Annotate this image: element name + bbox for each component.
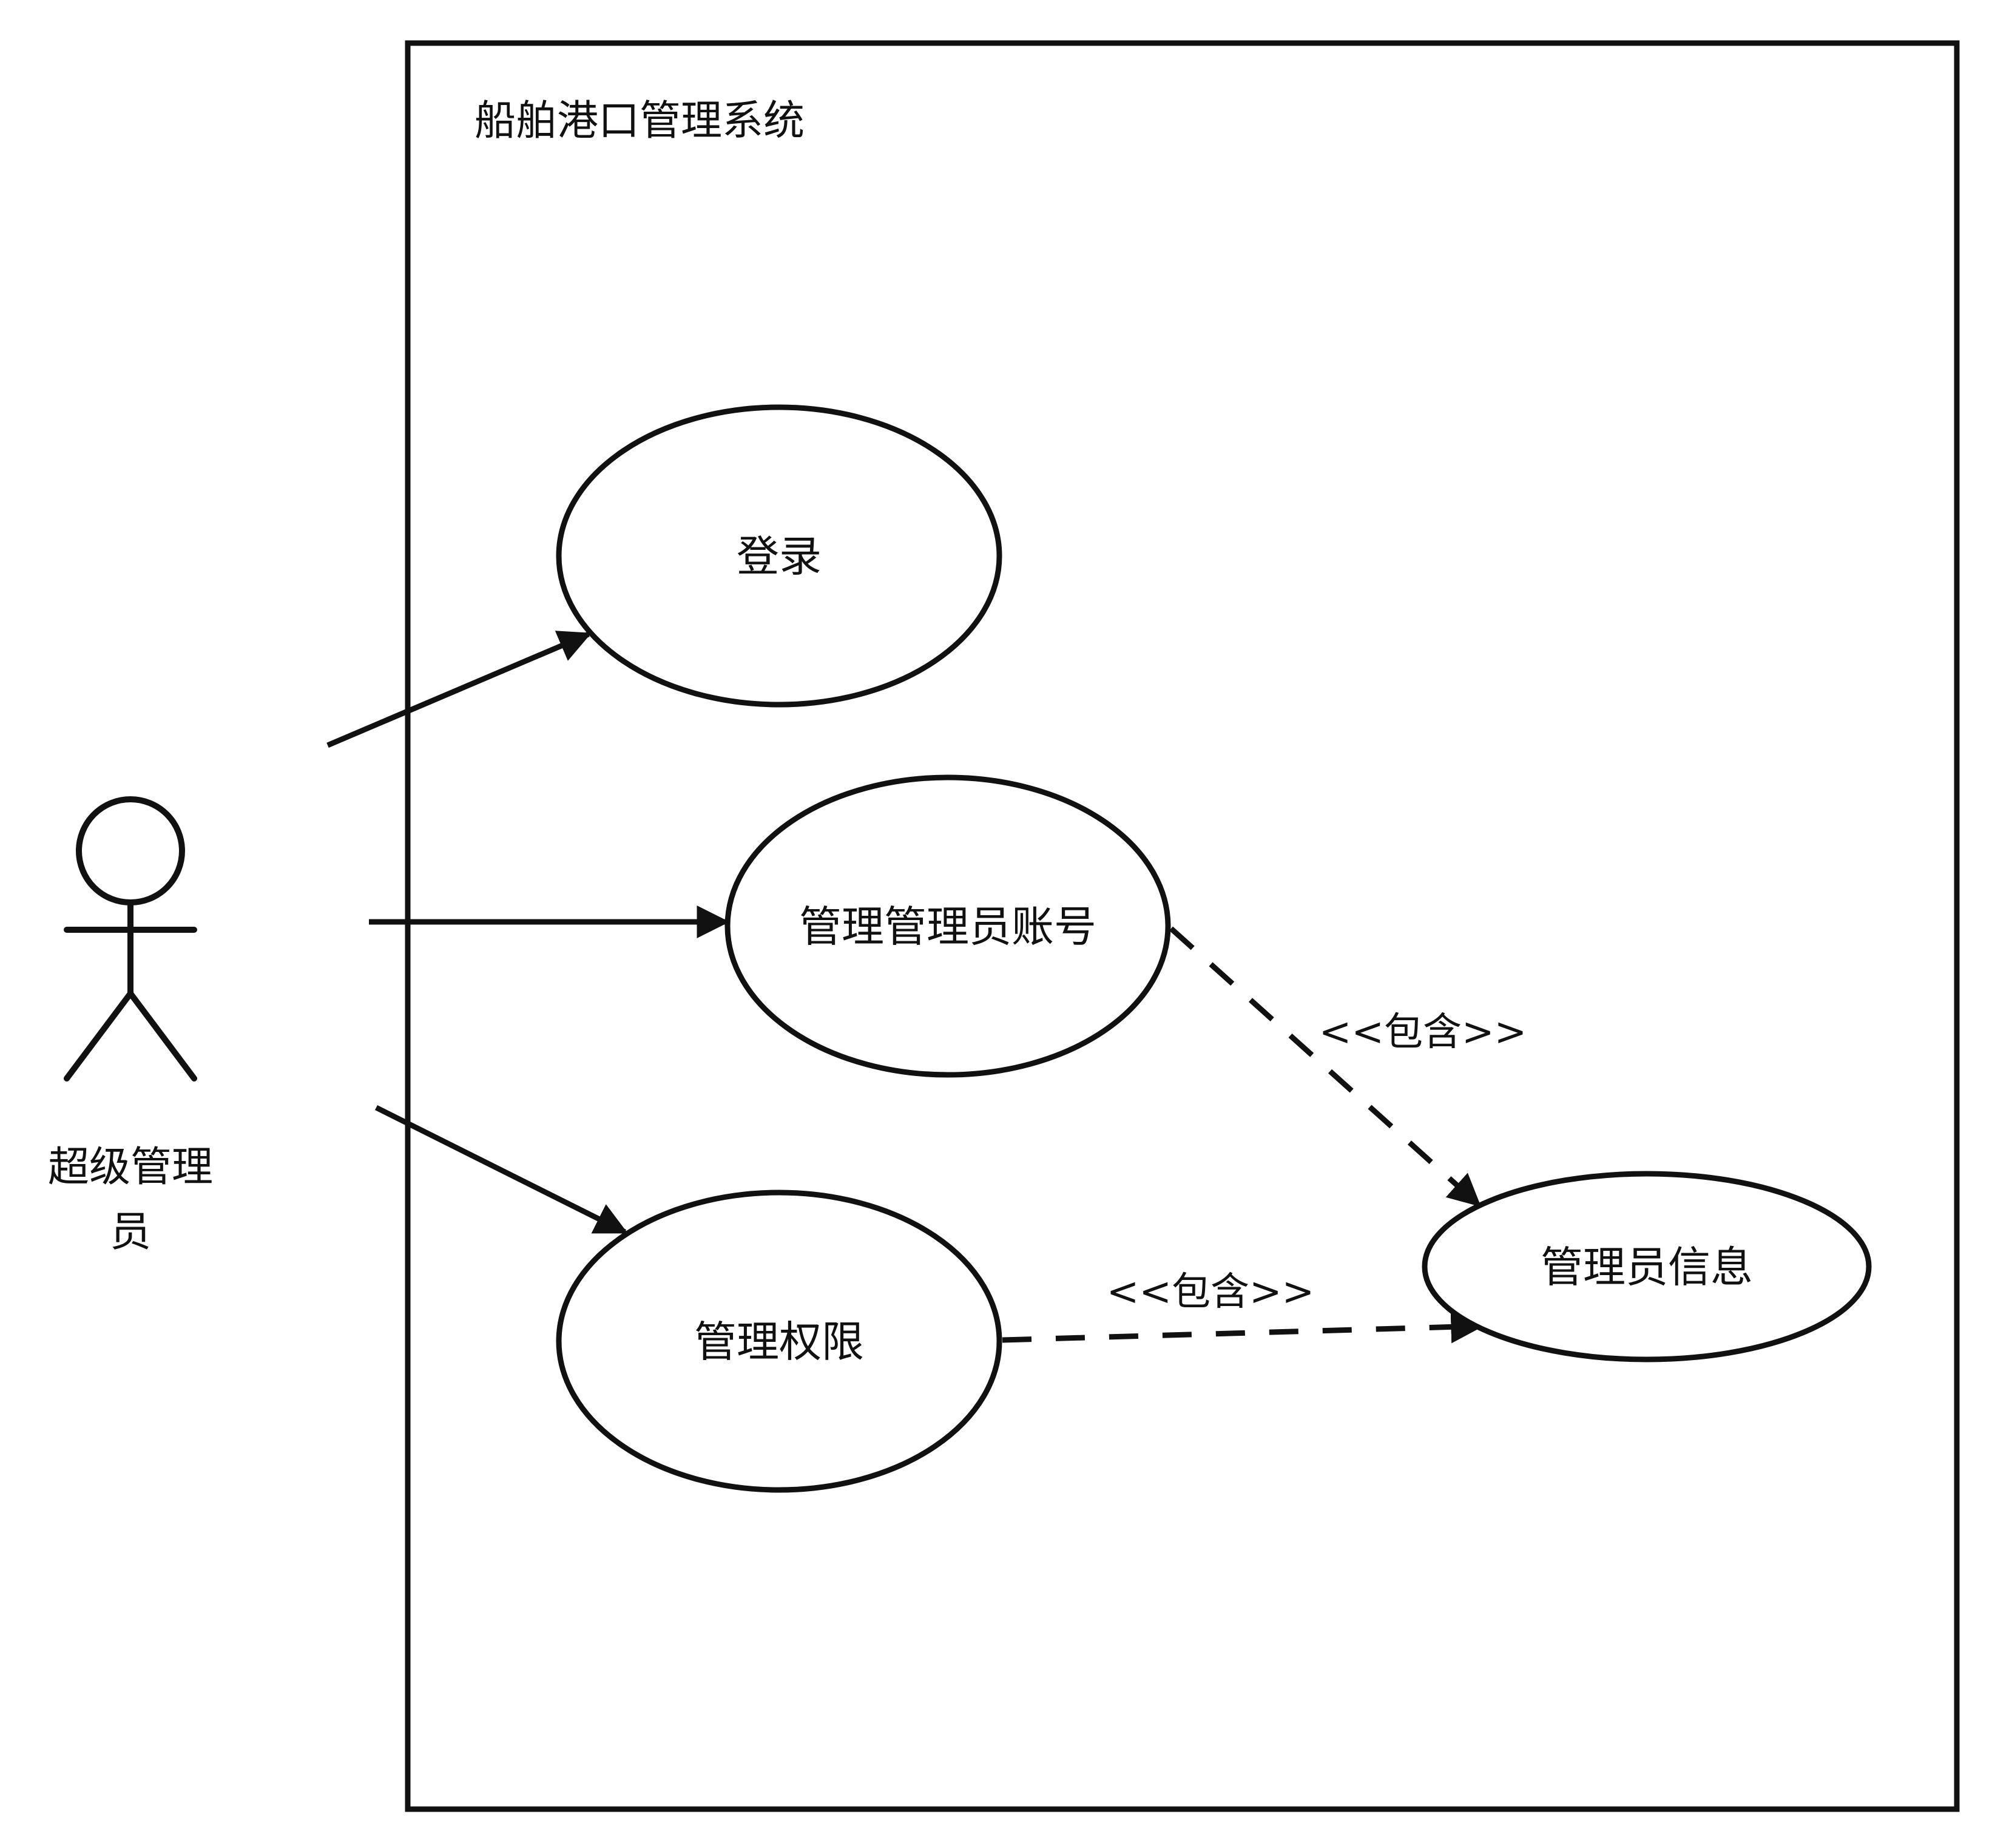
use-case-manage-permissions-label: 管理权限 [694,1317,864,1367]
actor-name-line1: 超级管理 [48,1143,213,1191]
include-label-1: <<包含>> [1319,1010,1527,1055]
include-arrow-accounts-to-info [1169,926,1482,1207]
actor-head [76,796,185,905]
actor-right-leg [127,990,197,1081]
actor-super-admin [64,796,197,1081]
system-title: 船舶港口管理系统 [474,97,805,145]
use-case-login-label: 登录 [737,532,822,581]
use-case-manage-accounts [724,774,1171,1078]
actor-left-leg [64,990,133,1081]
use-case-admin-info [1422,1171,1872,1362]
include-label-2: <<包含>> [1107,1270,1315,1315]
use-case-admin-info-label: 管理员信息 [1541,1242,1753,1292]
use-case-manage-permissions [556,1190,1002,1493]
use-case-login [556,404,1002,708]
system-boundary [405,40,1960,1812]
actor-name-line2: 员 [110,1208,151,1256]
use-case-manage-accounts-label: 管理管理员账号 [799,902,1096,952]
include-arrow-permissions-to-info [1002,1310,1484,1344]
association-arrow-login [326,631,592,748]
association-arrow-manage-permissions [374,1105,628,1235]
